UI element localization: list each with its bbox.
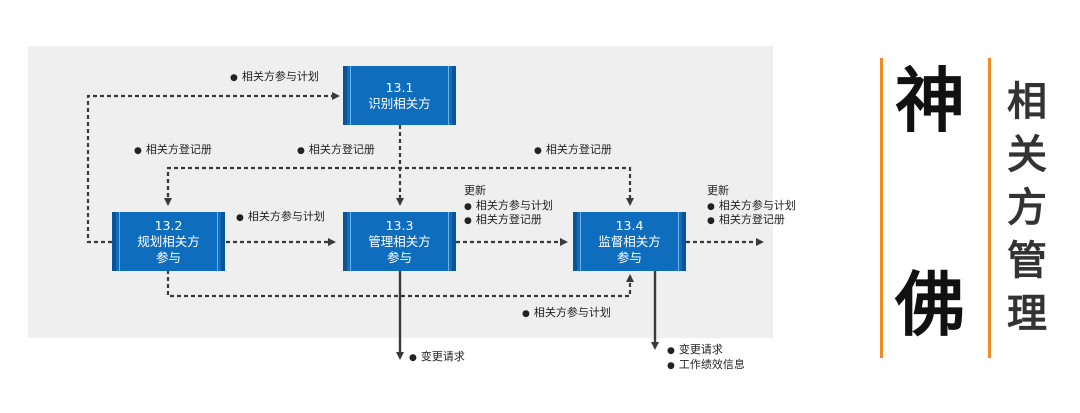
brand-vertical-char: 相 xyxy=(1007,79,1047,125)
process-13-3-name: 管理相关方 xyxy=(368,233,431,249)
brand-char-1: 神 xyxy=(895,60,965,142)
process-13-1[interactable]: 13.1 识别相关方 xyxy=(343,66,456,125)
process-13-4[interactable]: 13.4 监督相关方 参与 xyxy=(573,212,686,271)
label-mid-plan: ●相关方参与计划 xyxy=(236,210,325,223)
label-register-left: ●相关方登记册 xyxy=(134,143,212,156)
process-13-4-name: 监督相关方 xyxy=(598,233,661,249)
label-update1-title: 更新 xyxy=(464,184,486,197)
process-13-2[interactable]: 13.2 规划相关方 参与 xyxy=(112,212,225,271)
label-update2-title: 更新 xyxy=(707,184,729,197)
brand-vertical-title: 相 关 方 管 理 xyxy=(1002,76,1052,341)
label-output3-change: ●变更请求 xyxy=(409,350,465,363)
label-register-mid: ●相关方登记册 xyxy=(297,143,375,156)
label-update2-a: ●相关方参与计划 xyxy=(707,199,796,212)
accent-line-right xyxy=(988,58,991,358)
process-13-4-name2: 参与 xyxy=(616,249,642,265)
label-update2-b: ●相关方登记册 xyxy=(707,213,785,226)
label-update1-a: ●相关方参与计划 xyxy=(464,199,553,212)
process-13-3[interactable]: 13.3 管理相关方 参与 xyxy=(343,212,456,271)
process-13-1-name: 识别相关方 xyxy=(368,95,431,111)
brand-vertical-char: 关 xyxy=(1007,132,1047,178)
brand-vertical-char: 管 xyxy=(1007,238,1047,284)
brand-vertical-char: 理 xyxy=(1007,291,1047,337)
arrow-plan-to-monitor xyxy=(166,270,634,298)
process-13-3-number: 13.3 xyxy=(385,217,414,233)
arrow-plan-to-identify xyxy=(86,92,340,244)
process-13-4-number: 13.4 xyxy=(615,217,644,233)
process-13-2-name2: 参与 xyxy=(155,249,181,265)
brand-char-2: 佛 xyxy=(895,264,965,346)
process-13-3-name2: 参与 xyxy=(386,249,412,265)
label-top-plan: ●相关方参与计划 xyxy=(230,70,319,83)
process-13-1-number: 13.1 xyxy=(385,79,414,95)
process-13-2-number: 13.2 xyxy=(154,217,183,233)
brand-vertical-char: 方 xyxy=(1007,185,1047,231)
label-output4-perf: ●工作绩效信息 xyxy=(667,358,745,371)
label-output4-change: ●变更请求 xyxy=(667,343,723,356)
accent-line-left xyxy=(880,58,883,358)
label-register-right: ●相关方登记册 xyxy=(534,143,612,156)
process-13-2-name: 规划相关方 xyxy=(137,233,200,249)
label-update1-b: ●相关方登记册 xyxy=(464,213,542,226)
label-bottom-plan: ●相关方参与计划 xyxy=(522,306,611,319)
